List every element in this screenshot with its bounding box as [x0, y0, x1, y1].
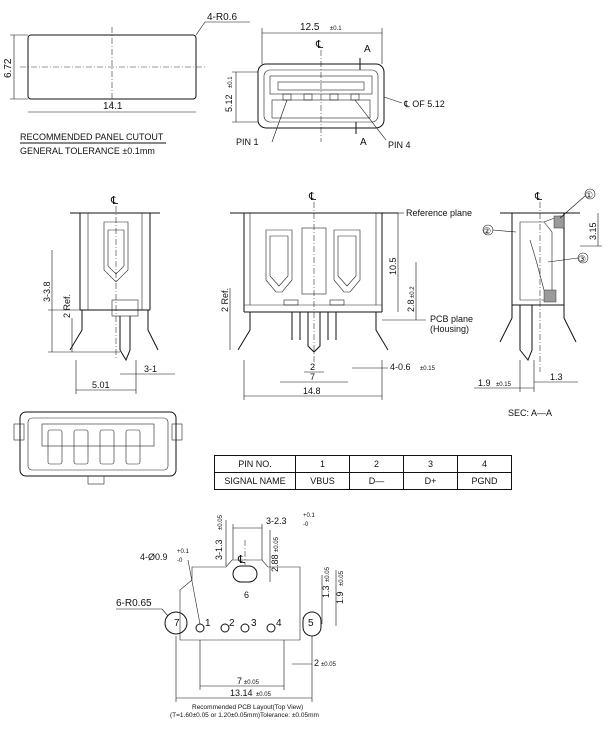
- pin1-label: PIN 1: [236, 137, 259, 147]
- signal-table-header-label: PIN NO.: [214, 455, 296, 473]
- pcb-dim-2-tol: ±0.05: [321, 662, 337, 668]
- top-dim-4-0-6-tol: ±0.15: [420, 366, 436, 372]
- top-dim-2-8: 2.8: [406, 299, 416, 312]
- front-centerline-mark: ℄: [315, 39, 323, 51]
- signal-d-minus: D—: [349, 472, 404, 490]
- top-dim-10-5: 10.5: [388, 257, 398, 275]
- top-dim-4-0-6: 4-0.6: [390, 362, 411, 372]
- pcb-pad-5: 5: [308, 618, 314, 629]
- pcb-pad-7: 7: [174, 618, 180, 629]
- pcb-dim-2: 2: [314, 658, 319, 668]
- sec-callout-3: ③: [578, 254, 586, 264]
- pcb-dim-3-2-3: 3-2.3: [266, 516, 287, 526]
- front-width-tol: ±0.1: [330, 26, 342, 32]
- general-tolerance: GENERAL TOLERANCE ±0.1mm: [20, 146, 155, 156]
- signal-d-plus: D+: [403, 472, 458, 490]
- signal-pgnd: PGND: [457, 472, 512, 490]
- signal-table-row-label: SIGNAL NAME: [214, 472, 296, 490]
- sec-callout-2: ②: [483, 226, 491, 236]
- sec-dim-1-3: 1.3: [550, 372, 563, 382]
- top-dim-2-8-tol: ±0.2: [410, 286, 416, 298]
- pcb-dim-3-1-3-tol: ±0.05: [218, 514, 224, 530]
- reference-plane-label: Reference plane: [406, 208, 472, 218]
- section-mark-bottom: A: [360, 137, 367, 148]
- connector-front-body: [13, 411, 183, 485]
- sec-centerline-mark: ℄: [534, 191, 542, 203]
- sec-dim-1-9: 1.9: [478, 378, 491, 388]
- signal-table-header-row: PIN NO. 1 2 3 4: [214, 455, 512, 473]
- front-height-label: 5.12: [224, 94, 234, 112]
- side-dim-3-1: 3-1: [144, 364, 157, 374]
- pcb-dim-13-14: 13.14: [230, 688, 253, 698]
- front-view: 12.5 ±0.1 ℄ A A 5.12 ±0.1 ℄ OF 5.12 PIN …: [224, 22, 445, 150]
- section-view: ℄ ① ② ③ 3.15 1.9 ±0.15 1.3 SEC: A—A: [474, 188, 602, 418]
- side-dim-2ref: 2 Ref.: [62, 294, 72, 318]
- pcb-dim-4-0-9-tol-upper: +0.1: [177, 549, 190, 555]
- pcb-dim-1-3-tol: ±0.05: [325, 566, 331, 582]
- pcb-dim-3-2-3-tol-lower: -0: [303, 522, 309, 528]
- pcb-centerline-mark: ℄: [237, 554, 245, 566]
- pcb-pad-6: 6: [244, 590, 249, 600]
- front-width-label: 12.5: [300, 22, 320, 33]
- pcb-dim-2-88: 2.88: [270, 554, 280, 572]
- signal-table-pin-3: 3: [403, 455, 458, 473]
- side-view: ℄ 3-3.8 2 Ref. 3-1 5.01: [42, 195, 175, 394]
- side-centerline-mark: ℄: [110, 195, 118, 207]
- panel-cutout: 4-R0.6 6.72 14.1 RECOMMENDED PANEL CUTOU…: [3, 12, 250, 156]
- pcb-dim-1-3: 1.3: [321, 585, 331, 598]
- pcb-dim-4-0-9: 4-Ø0.9: [140, 552, 168, 562]
- pcb-pad-2: 2: [229, 618, 235, 629]
- pcb-plane-label: PCB plane: [430, 314, 473, 324]
- side-dim-3-8: 3-3.8: [42, 281, 52, 302]
- signal-table: PIN NO. 1 2 3 4 SIGNAL NAME VBUS D— D+ P…: [214, 455, 512, 490]
- panel-height-label: 6.72: [3, 58, 14, 78]
- front-height-tol: ±0.1: [228, 76, 234, 88]
- pcb-dim-1-9-tol: ±0.05: [339, 570, 345, 586]
- pcb-pad-4: 4: [276, 618, 282, 629]
- pcb-dim-7: 7: [237, 676, 242, 686]
- signal-table-pin-2: 2: [349, 455, 404, 473]
- pcb-dim-3-1-3: 3-1.3: [214, 539, 224, 560]
- pcb-dim-2-88-tol: ±0.05: [274, 536, 280, 552]
- pcb-dim-1-9: 1.9: [335, 591, 345, 604]
- front-center-note: ℄ OF 5.12: [403, 99, 445, 109]
- signal-vbus: VBUS: [295, 472, 350, 490]
- section-mark-top: A: [364, 44, 371, 55]
- pcb-dim-13-14-tol: ±0.05: [256, 692, 272, 698]
- panel-width-label: 14.1: [103, 101, 123, 112]
- signal-table-pin-1: 1: [295, 455, 350, 473]
- sec-callout-1: ①: [585, 190, 593, 200]
- panel-cutout-title: RECOMMENDED PANEL CUTOUT: [20, 132, 164, 142]
- top-dim-14-8: 14.8: [303, 386, 321, 396]
- pcb-layout: 6 7 5 1 2 3 4 ℄ 3-1.3 ±0.05 3-2.3 +0.1 -…: [116, 513, 345, 719]
- pcb-caption-line2: (T=1.60±0.05 or 1.20±0.05mm)Tolerance: ±…: [170, 712, 319, 719]
- top-centerline-mark: ℄: [308, 191, 316, 203]
- pcb-dim-3-2-3-tol-upper: +0.1: [303, 513, 316, 519]
- top-dim-2: 2: [310, 362, 315, 372]
- pcb-dim-6-r0-65: 6-R0.65: [116, 598, 152, 609]
- pcb-pad-3: 3: [251, 618, 257, 629]
- pcb-caption-line1: Recommended PCB Layout(Top View): [192, 704, 303, 711]
- top-view: ℄ Reference plane PCB plane (Housing): [220, 191, 473, 400]
- pcb-dim-7-tol: ±0.05: [244, 680, 260, 686]
- panel-radius-label: 4-R0.6: [207, 12, 237, 23]
- side-dim-5-01: 5.01: [92, 380, 110, 390]
- signal-table-signal-row: SIGNAL NAME VBUS D— D+ PGND: [214, 472, 512, 490]
- section-label: SEC: A—A: [508, 408, 552, 418]
- pcb-dim-4-0-9-tol-lower: -0: [177, 558, 183, 564]
- pcb-pad-1: 1: [205, 618, 211, 629]
- sec-dim-1-9-tol: ±0.15: [496, 382, 512, 388]
- sec-dim-3-15: 3.15: [588, 222, 598, 240]
- pcb-housing-label: (Housing): [430, 324, 469, 334]
- pin4-label: PIN 4: [388, 140, 411, 150]
- signal-table-pin-4: 4: [457, 455, 512, 473]
- top-dim-7: 7: [310, 372, 315, 382]
- top-dim-2ref: 2 Ref.: [220, 288, 230, 312]
